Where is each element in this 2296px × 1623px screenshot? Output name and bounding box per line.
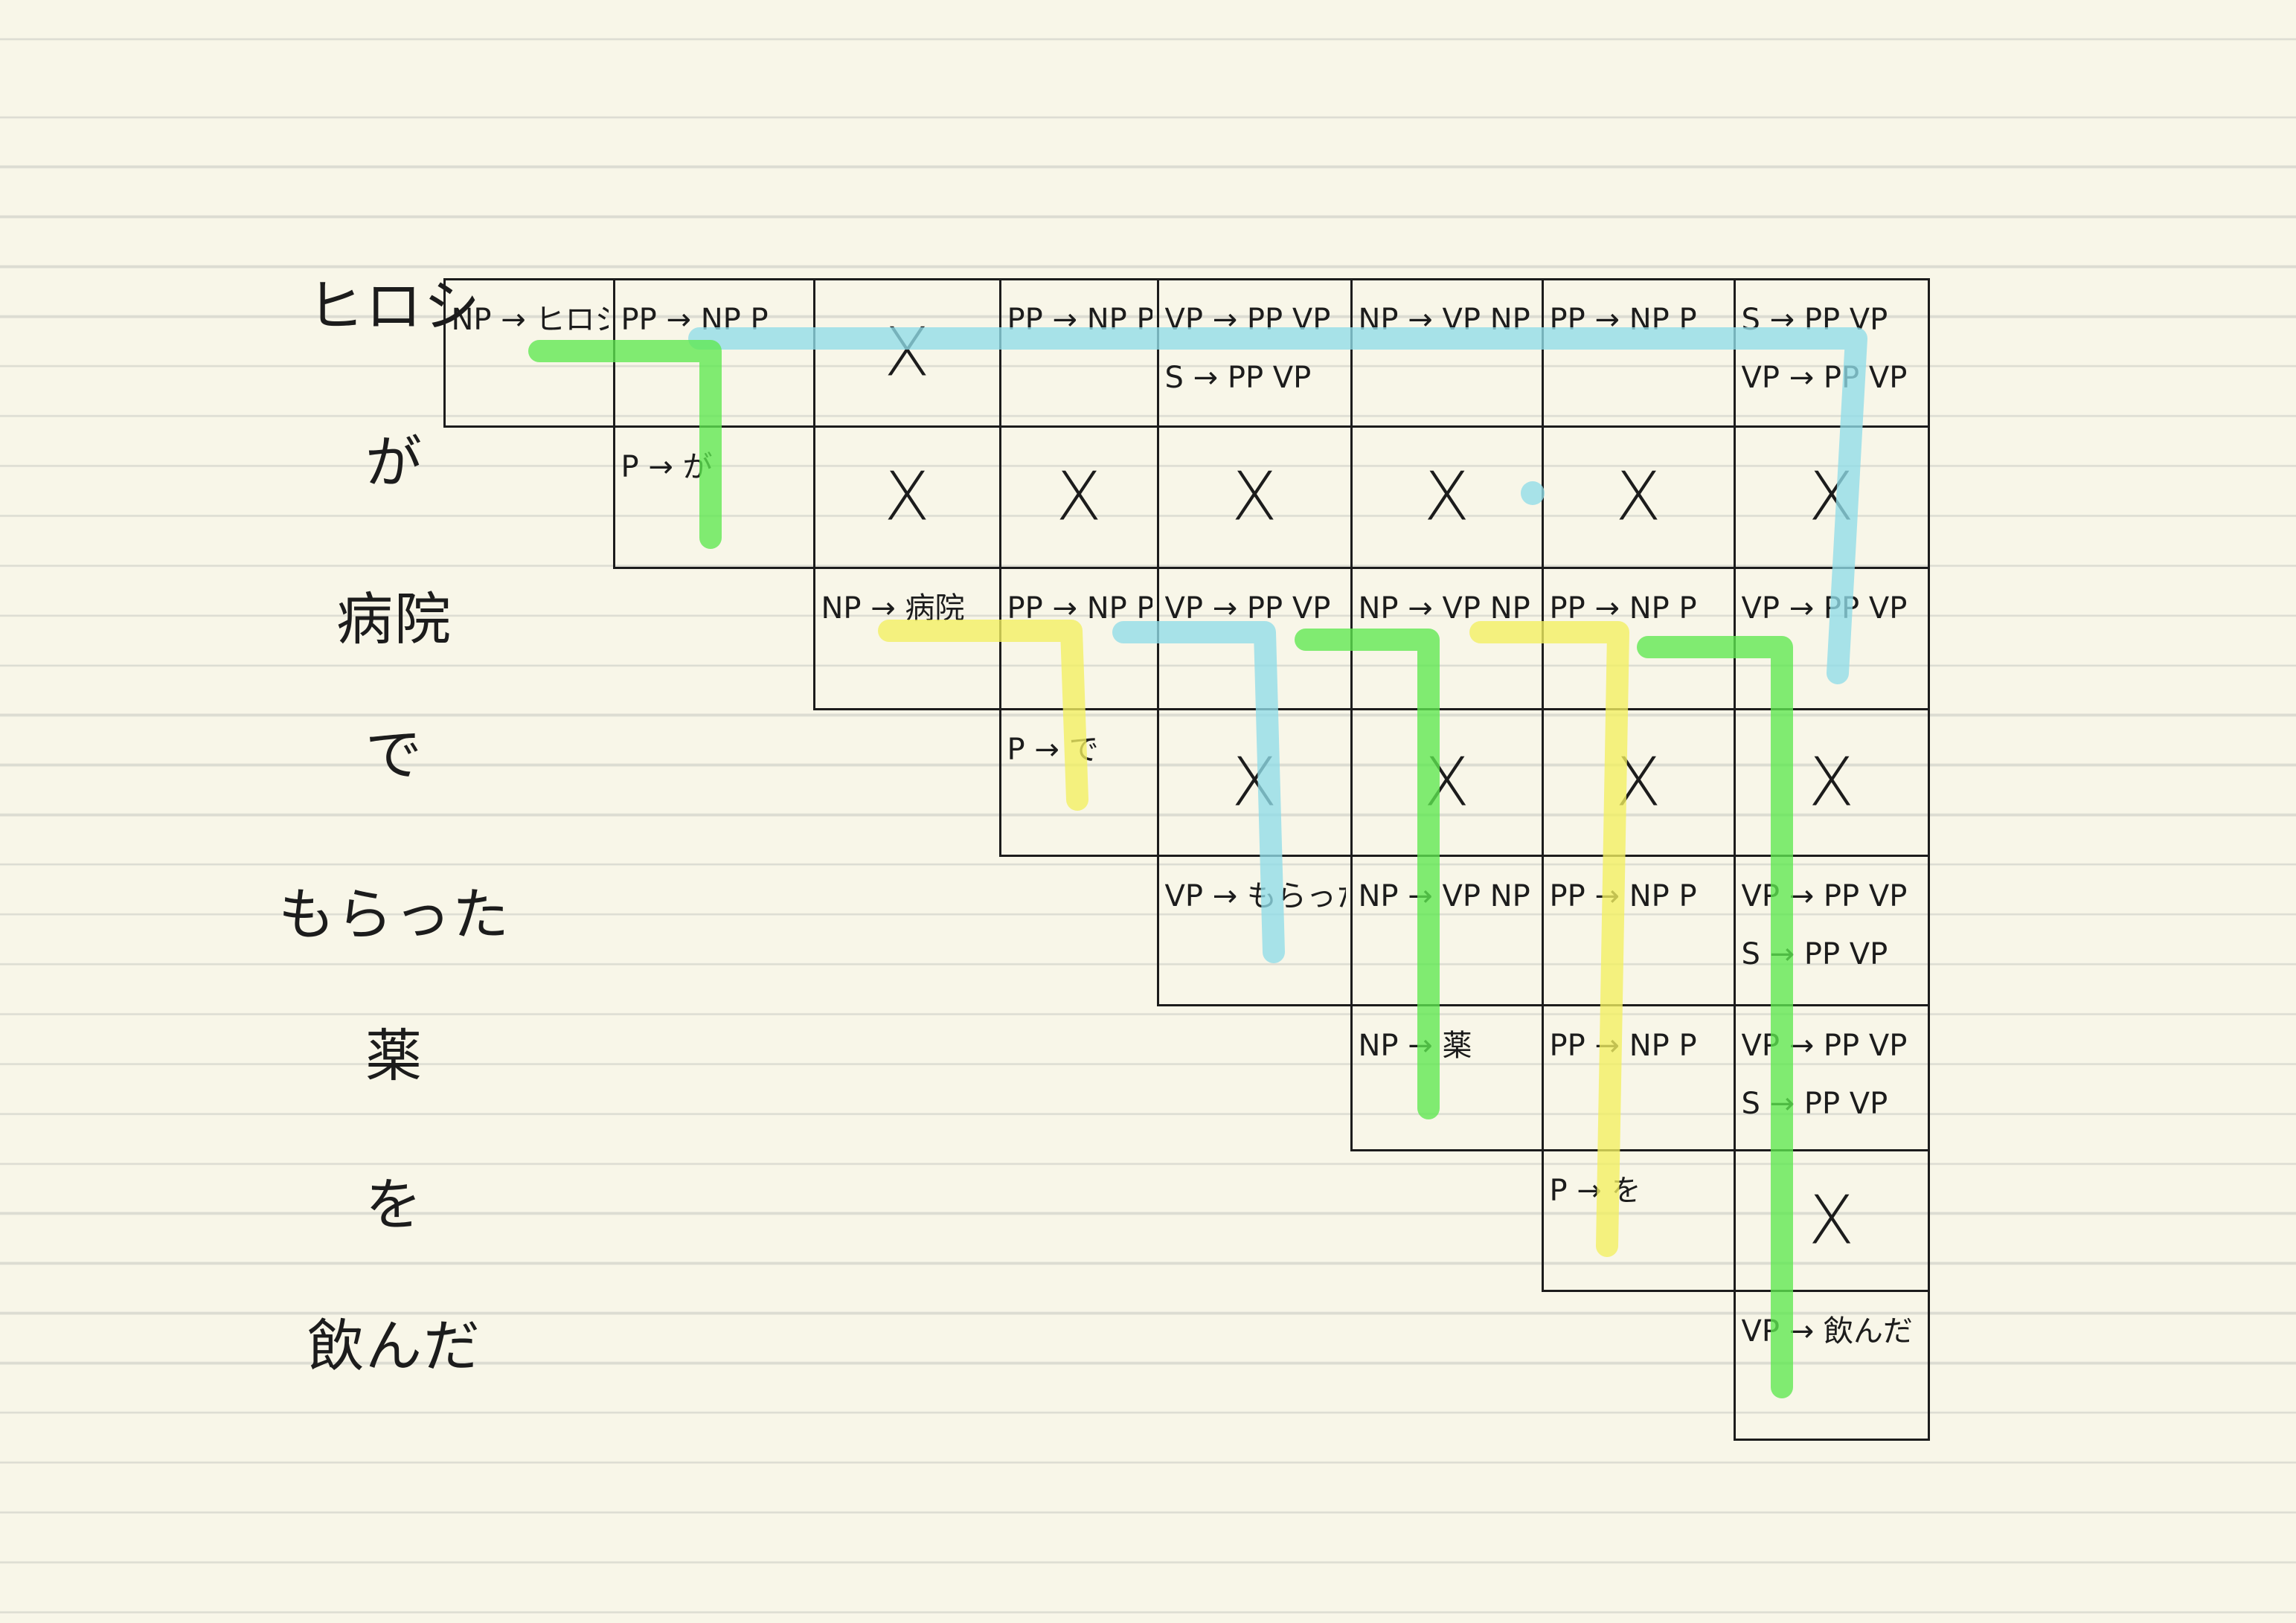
chart-cell-5-5: NP → 薬 xyxy=(1350,1003,1544,1151)
empty-cell-mark: X xyxy=(1423,457,1470,536)
chart-cell-2-5: NP → VP NP xyxy=(1350,566,1544,710)
word-ga: が xyxy=(365,429,423,495)
chart-cell-5-6: PP → NP P xyxy=(1541,1003,1736,1151)
chart-cell-1-3: X xyxy=(998,425,1159,569)
chart-cell-0-1: PP → NP P xyxy=(612,277,815,428)
chart-cell-3-6: X xyxy=(1541,707,1736,857)
chart-cell-1-7: X xyxy=(1733,425,1930,569)
word-byouin: 病院 xyxy=(336,586,452,652)
chart-cell-5-7: VP → PP VP S → PP VP xyxy=(1733,1003,1930,1151)
grammar-rule: VP → PP VP xyxy=(1164,591,1331,626)
chart-cell-4-6: PP → NP P xyxy=(1541,854,1736,1006)
chart-cell-2-2: NP → 病院 xyxy=(812,566,1001,710)
chart-cell-0-7: S → PP VP VP → PP VP xyxy=(1733,277,1930,428)
empty-cell-mark: X xyxy=(1056,457,1102,536)
empty-cell-mark: X xyxy=(1615,743,1661,821)
grammar-rule: VP → PP VP xyxy=(1741,1028,1908,1063)
grammar-rule: PP → NP P xyxy=(1549,878,1697,913)
chart-cell-6-7: X xyxy=(1733,1148,1930,1292)
grammar-rule: S → PP VP xyxy=(1741,302,1888,337)
chart-cell-0-4: VP → PP VP S → PP VP xyxy=(1156,277,1353,428)
chart-cell-0-0: NP → ヒロシ xyxy=(443,277,615,428)
chart-cell-0-6: PP → NP P xyxy=(1541,277,1736,428)
chart-cell-3-3: P → で xyxy=(998,707,1159,857)
empty-cell-mark: X xyxy=(884,313,930,392)
grammar-rule: VP → もらった xyxy=(1164,878,1346,913)
chart-cell-4-7: VP → PP VP S → PP VP xyxy=(1733,854,1930,1006)
chart-cell-4-4: VP → もらった xyxy=(1156,854,1353,1006)
grammar-rule: NP → 病院 xyxy=(821,591,965,626)
chart-cell-1-4: X xyxy=(1156,425,1353,569)
empty-cell-mark: X xyxy=(1808,743,1855,821)
grammar-rule: VP → PP VP xyxy=(1741,360,1908,395)
grammar-rule: NP → VP NP xyxy=(1358,591,1530,626)
word-wo: を xyxy=(365,1172,423,1238)
chart-cell-4-5: NP → VP NP xyxy=(1350,854,1544,1006)
grammar-rule: PP → NP P xyxy=(1007,302,1152,337)
word-nonda: 飲んだ xyxy=(307,1313,481,1379)
grammar-rule: PP → NP P xyxy=(1549,1028,1697,1063)
grammar-rule: VP → 飲んだ xyxy=(1741,1314,1913,1349)
grammar-rule: NP → VP NP xyxy=(1358,302,1530,337)
chart-cell-2-7: VP → PP VP xyxy=(1733,566,1930,710)
grammar-rule: VP → PP VP xyxy=(1164,302,1331,337)
empty-cell-mark: X xyxy=(1615,457,1661,536)
empty-cell-mark: X xyxy=(1231,743,1277,821)
empty-cell-mark: X xyxy=(1423,743,1470,821)
empty-cell-mark: X xyxy=(884,457,930,536)
chart-cell-6-6: P → を xyxy=(1541,1148,1736,1292)
word-de: で xyxy=(365,721,423,788)
chart-cell-0-3: PP → NP P xyxy=(998,277,1159,428)
grammar-rule: PP → NP P xyxy=(1549,591,1697,626)
word-kusuri: 薬 xyxy=(365,1023,423,1089)
grammar-rule: NP → 薬 xyxy=(1358,1028,1472,1063)
chart-cell-3-5: X xyxy=(1350,707,1544,857)
grammar-rule: S → PP VP xyxy=(1741,1086,1888,1121)
chart-cell-2-6: PP → NP P xyxy=(1541,566,1736,710)
empty-cell-mark: X xyxy=(1231,457,1277,536)
chart-cell-2-3: PP → NP P xyxy=(998,566,1159,710)
chart-cell-1-1: P → が xyxy=(612,425,815,569)
chart-cell-0-2: X xyxy=(812,277,1001,428)
grammar-rule: NP → VP NP xyxy=(1358,878,1530,913)
chart-cell-3-4: X xyxy=(1156,707,1353,857)
chart-cell-1-5: X xyxy=(1350,425,1544,569)
grammar-rule: PP → NP P xyxy=(621,302,769,337)
word-moratta: もらった xyxy=(278,881,510,948)
grammar-rule: P → を xyxy=(1549,1173,1641,1208)
word-hiroshi: ヒロシ xyxy=(307,273,481,339)
grammar-rule: NP → ヒロシ xyxy=(451,302,609,337)
chart-cell-0-5: NP → VP NP xyxy=(1350,277,1544,428)
empty-cell-mark: X xyxy=(1808,457,1855,536)
chart-cell-3-7: X xyxy=(1733,707,1930,857)
grammar-rule: S → PP VP xyxy=(1164,360,1312,395)
grammar-rule: VP → PP VP xyxy=(1741,878,1908,913)
grammar-rule: PP → NP P xyxy=(1007,591,1152,626)
chart-cell-7-7: VP → 飲んだ xyxy=(1733,1289,1930,1441)
grammar-rule: P → が xyxy=(621,449,713,484)
chart-cell-1-6: X xyxy=(1541,425,1736,569)
chart-cell-2-4: VP → PP VP xyxy=(1156,566,1353,710)
grammar-rule: PP → NP P xyxy=(1549,302,1697,337)
chart-cell-1-2: X xyxy=(812,425,1001,569)
grammar-rule: P → で xyxy=(1007,732,1099,767)
grammar-rule: VP → PP VP xyxy=(1741,591,1908,626)
empty-cell-mark: X xyxy=(1808,1181,1855,1259)
grammar-rule: S → PP VP xyxy=(1741,936,1888,971)
